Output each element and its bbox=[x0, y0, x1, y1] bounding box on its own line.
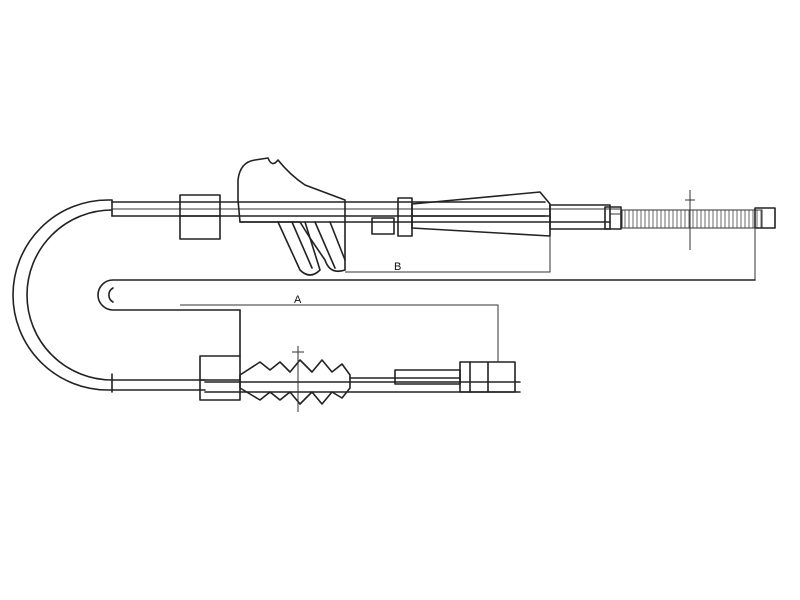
end-fitting bbox=[549, 204, 611, 230]
lower-cable-run bbox=[199, 309, 521, 412]
grommet-bracket bbox=[237, 157, 346, 276]
upper-cable-run bbox=[111, 190, 776, 250]
ribbed-boot bbox=[239, 359, 351, 405]
dimension-b: B bbox=[345, 236, 551, 273]
upper-sleeve bbox=[179, 194, 221, 240]
dimension-a-label: A bbox=[294, 294, 302, 306]
tapered-boot bbox=[411, 191, 551, 237]
threaded-rod bbox=[621, 209, 763, 229]
upper-ferrule bbox=[371, 217, 395, 235]
cable-sheath-loop bbox=[12, 199, 756, 393]
lower-sleeve bbox=[199, 355, 241, 401]
rod-end bbox=[754, 207, 776, 229]
dimension-b-label: B bbox=[394, 261, 401, 273]
dimension-a: A bbox=[180, 228, 756, 362]
